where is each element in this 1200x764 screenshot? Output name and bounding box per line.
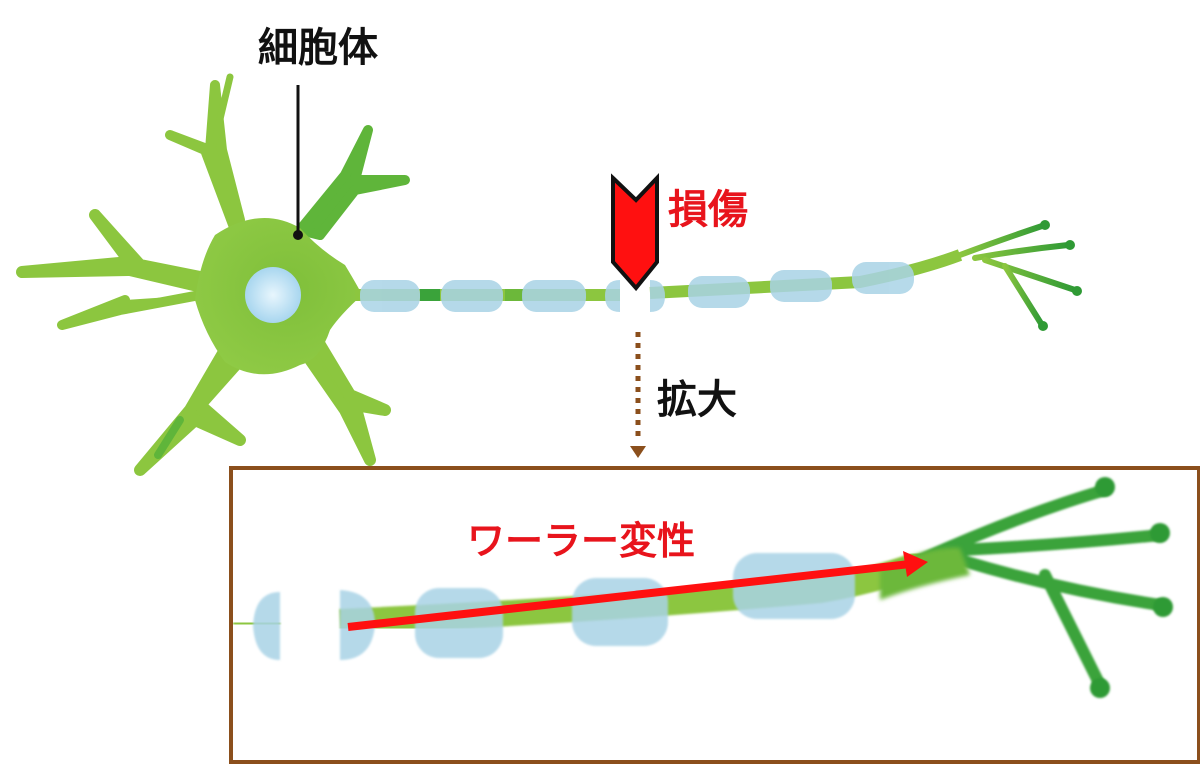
axon-terminal bbox=[957, 222, 1078, 328]
wallerian-degeneration-label: ワーラー変性 bbox=[467, 519, 696, 563]
injury-label: 損傷 bbox=[668, 187, 748, 233]
cell-body-pointer-dot bbox=[293, 230, 303, 240]
magnified-view-frame bbox=[229, 466, 1200, 764]
nucleus bbox=[245, 267, 301, 323]
magnify-arrowhead-icon bbox=[630, 446, 646, 458]
degeneration-arrowhead-icon bbox=[903, 551, 928, 577]
degeneration-arrow-line bbox=[347, 560, 911, 631]
cell-body bbox=[16, 73, 410, 476]
myelin-sheaths bbox=[360, 262, 914, 312]
injury-arrow-icon bbox=[611, 173, 659, 292]
magnified-axon bbox=[232, 477, 1173, 698]
cell-body-label: 細胞体 bbox=[258, 25, 378, 71]
magnify-label: 拡大 bbox=[657, 377, 737, 423]
axon bbox=[355, 220, 1082, 331]
